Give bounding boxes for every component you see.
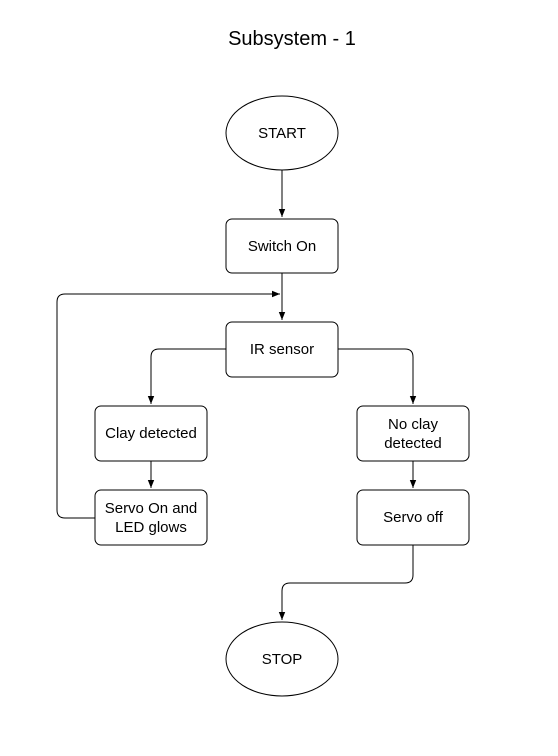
edge-servo-off-to-stop bbox=[278, 545, 414, 620]
start-node bbox=[225, 95, 339, 171]
clay-detected-node bbox=[94, 405, 208, 462]
diagram-title: Subsystem - 1 bbox=[228, 28, 356, 50]
edge-ir-to-noclay bbox=[338, 348, 417, 404]
stop-node bbox=[225, 621, 339, 697]
edge-servo-on-loop-back bbox=[56, 290, 280, 519]
servo-off-node bbox=[356, 489, 470, 546]
ir-sensor-node bbox=[225, 321, 339, 378]
no-clay-detected-node bbox=[356, 405, 470, 462]
servo-on-node bbox=[94, 489, 208, 546]
switch-on-node bbox=[225, 218, 339, 274]
edge-ir-to-clay bbox=[147, 348, 226, 404]
